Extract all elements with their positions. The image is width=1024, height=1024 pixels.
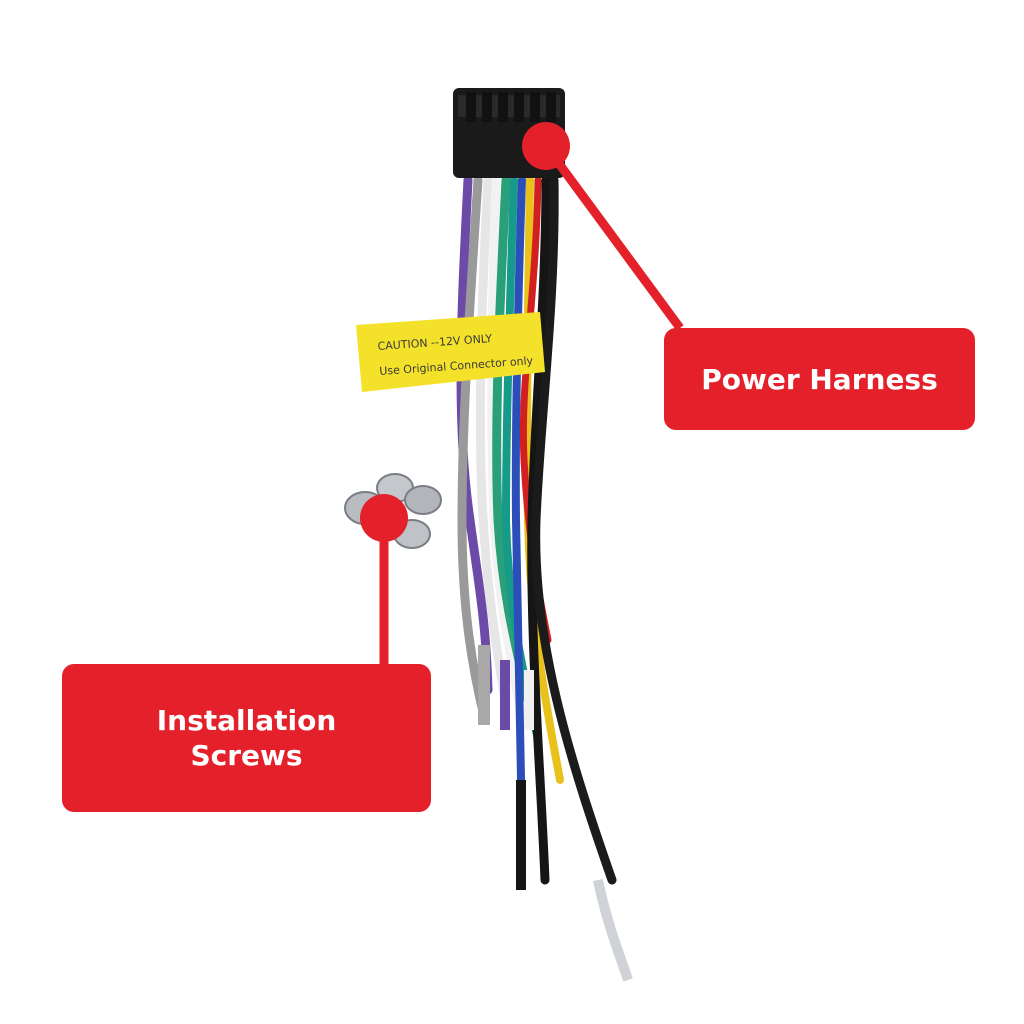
wire-ends <box>478 645 633 982</box>
power-harness-label: Power Harness <box>664 328 975 430</box>
installation-screws-text-2: Screws <box>190 739 303 772</box>
installation-screws-text-1: Installation <box>156 704 337 737</box>
wire-gray <box>457 175 490 725</box>
caution-tag: CAUTION --12V ONLY Use Original Connecto… <box>356 312 545 392</box>
wire-white <box>475 175 510 705</box>
wire-purple <box>456 175 493 695</box>
power-harness-text: Power Harness <box>701 362 938 396</box>
wire-blue <box>511 176 526 834</box>
installation-screws-pointer <box>360 494 408 664</box>
wire-black-2 <box>531 175 617 885</box>
wire-bundle <box>456 175 617 885</box>
installation-screws-label: Installation Screws <box>62 664 431 812</box>
power-harness-pointer <box>522 122 684 331</box>
